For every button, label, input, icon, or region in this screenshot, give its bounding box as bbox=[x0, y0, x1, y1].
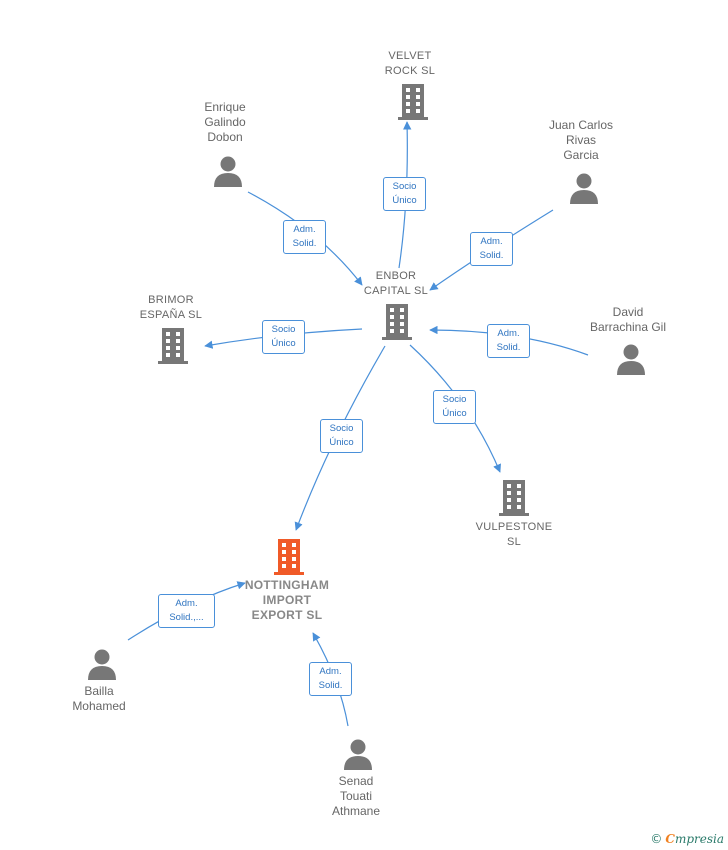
edge-label-enbor-brimor: Socio Único bbox=[262, 320, 305, 354]
edge-label-bailla-nottingham: Adm. Solid.,... bbox=[158, 594, 215, 628]
person-icon bbox=[570, 173, 598, 204]
edge-label-david-enbor: Adm. Solid. bbox=[487, 324, 530, 358]
edge-label-senad-nottingham: Adm. Solid. bbox=[309, 662, 352, 696]
person-icon bbox=[617, 344, 645, 375]
building-icon bbox=[499, 480, 529, 516]
person-icon bbox=[88, 649, 116, 680]
node-label-nottingham[interactable]: NOTTINGHAM IMPORT EXPORT SL bbox=[244, 578, 330, 622]
person-icon bbox=[344, 739, 372, 770]
brand-initial: C bbox=[665, 832, 675, 846]
edge-label-enbor-velvet: Socio Único bbox=[383, 177, 426, 211]
node-label-bailla[interactable]: Bailla Mohamed bbox=[72, 684, 126, 713]
building-icon bbox=[382, 304, 412, 340]
node-label-brimor[interactable]: BRIMOR ESPAÑA SL bbox=[139, 294, 203, 321]
edge-label-juan-enbor: Adm. Solid. bbox=[470, 232, 513, 266]
edge-label-enrique-enbor: Adm. Solid. bbox=[283, 220, 326, 254]
person-icon bbox=[214, 156, 242, 187]
node-label-vulpestone[interactable]: VULPESTONE SL bbox=[475, 521, 553, 548]
node-label-juan[interactable]: Juan Carlos Rivas Garcia bbox=[548, 118, 614, 162]
node-label-velvet[interactable]: VELVET ROCK SL bbox=[384, 50, 436, 77]
node-label-enbor[interactable]: ENBOR CAPITAL SL bbox=[363, 270, 429, 297]
edge-label-enbor-nottingham: Socio Único bbox=[320, 419, 363, 453]
brand-logo[interactable]: ©Cmpresia bbox=[650, 832, 724, 846]
building-icon bbox=[158, 328, 188, 364]
copyright-symbol: © bbox=[650, 832, 663, 846]
node-label-enrique[interactable]: Enrique Galindo Dobon bbox=[204, 100, 246, 144]
node-label-david[interactable]: David Barrachina Gil bbox=[589, 305, 667, 334]
node-label-senad[interactable]: Senad Touati Athmane bbox=[331, 774, 381, 818]
building-icon-highlight bbox=[274, 539, 304, 575]
building-icon bbox=[398, 84, 428, 120]
brand-name: mpresia bbox=[674, 832, 724, 846]
edge-label-enbor-vulpestone: Socio Único bbox=[433, 390, 476, 424]
